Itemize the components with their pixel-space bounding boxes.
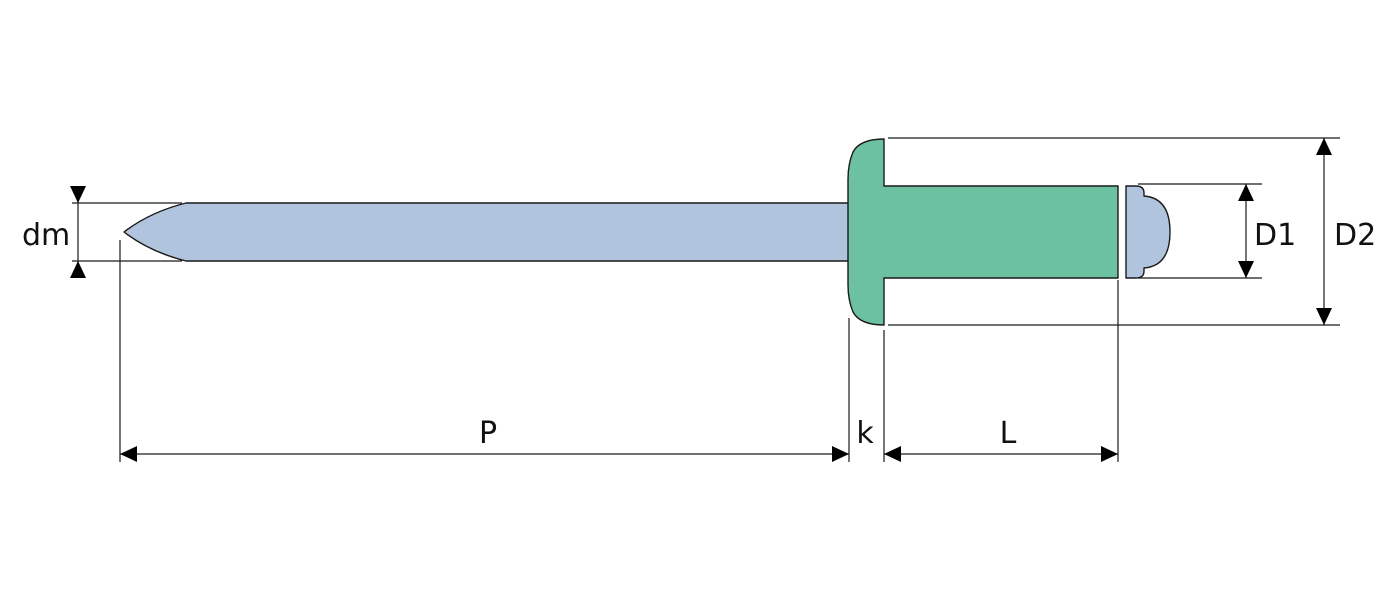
l-arrow-left [884, 446, 901, 462]
dimension-labels: dm P k L D1 D2 [22, 218, 1376, 451]
l-arrow-right [1101, 446, 1118, 462]
rivet-body [847, 138, 1119, 326]
d1-label: D1 [1254, 218, 1296, 253]
p-arrow-left [120, 446, 137, 462]
p-arrow-right [832, 446, 849, 462]
k-label: k [856, 416, 874, 451]
d1-arrow-top [1238, 184, 1254, 201]
d2-label: D2 [1334, 218, 1376, 253]
mandrel-shank [123, 202, 859, 262]
dm-arrow-top [70, 186, 86, 203]
l-label: L [1000, 416, 1017, 451]
dm-arrow-bottom [70, 261, 86, 278]
p-label: P [479, 416, 497, 451]
dm-label: dm [22, 218, 70, 253]
d1-arrow-bottom [1238, 261, 1254, 278]
mandrel [123, 185, 1171, 279]
d2-arrow-top [1316, 138, 1332, 155]
rivet-sleeve-and-head [847, 138, 1119, 326]
extension-lines [72, 137, 1340, 462]
arrowheads [70, 138, 1332, 462]
d2-arrow-bottom [1316, 308, 1332, 325]
mandrel-head [1125, 185, 1171, 279]
